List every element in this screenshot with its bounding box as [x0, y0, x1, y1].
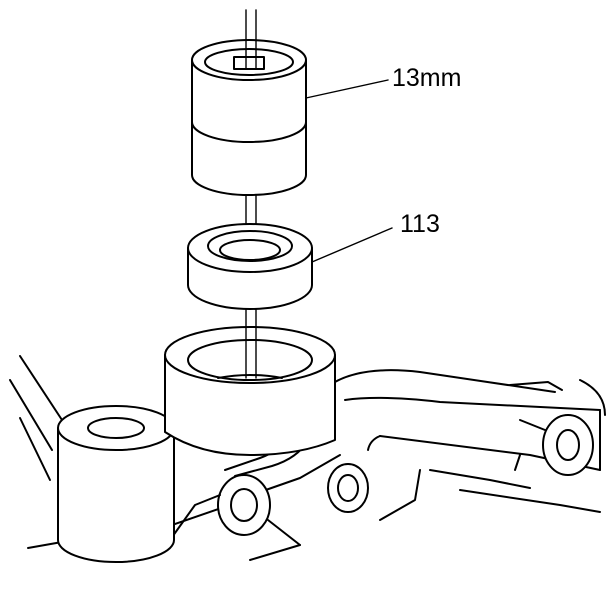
bushing-part-label: 113	[400, 210, 440, 238]
callout-socket: 13mm	[305, 64, 461, 99]
socket-13mm	[191, 9, 307, 196]
callout-bushing: 113	[311, 210, 440, 263]
bushing-113	[187, 223, 313, 310]
socket-size-label: 13mm	[392, 64, 461, 92]
housing-casting	[9, 326, 606, 563]
